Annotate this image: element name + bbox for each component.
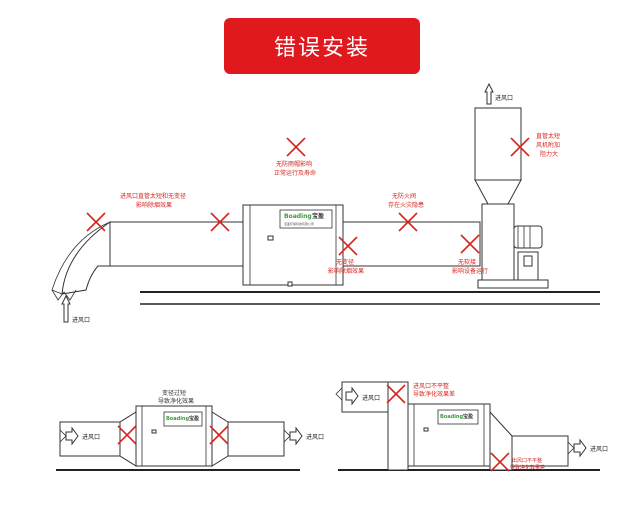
brand-logo: Boading [284,213,312,220]
right-outlet-label: 进风口 [590,445,608,453]
top-outlet-label: 进风口 [495,94,513,102]
left-outlet-duct [227,421,285,457]
error-mark [86,212,106,232]
note-reducer-1: 无变径 [336,258,354,266]
note-stack-3: 阻力大 [540,150,558,158]
note-stack-1: 直管太短 [536,132,560,140]
note-outlet-uneven-2: 导致净化效果差 [510,464,545,471]
exhaust-stack [474,107,522,181]
right-brand: Boading [440,414,463,420]
right-inlet-arrow [345,386,359,406]
note-no-rain-1: 无防雨帽影响 [276,160,312,168]
note-stack-2: 风机附加 [536,141,560,149]
elbow-duct [61,221,111,295]
left-inlet-arrow [65,426,79,446]
fan-base [477,279,549,289]
right-outlet-arrow [573,438,587,458]
right-outlet-duct [511,435,569,467]
right-brand-cn: 宝盈 [463,413,473,420]
fan-motor [513,225,543,249]
left-brand: Boading [166,416,189,422]
bottom-left-diagram: Boading 宝盈 进风口 进风口 变径过短 导致净化效果 [56,389,324,471]
inlet-arrow [61,294,71,323]
note-reducer-2: 影响除烟效果 [328,267,364,275]
note-firestop-2: 存在火灾隐患 [388,201,424,209]
bottom-right-diagram: Boading 宝盈 进风口 进风口 进风口不平整 导致净化效果差 出风口不平整… [335,381,608,472]
top-diagram: Boading 宝盈 宝盈环保科技有限公司 进风口 进风口 [51,82,600,324]
note-inlet-pipe-2: 影响除烟效果 [136,201,172,209]
note-soft-2: 影响设备运行 [452,267,488,275]
note-firestop-1: 无防火阀 [392,192,416,200]
note-soft-1: 无软接 [458,258,476,266]
right-inlet-drop [387,381,409,471]
purifier-label-plate [279,209,333,229]
left-outlet-arrow [289,426,303,446]
right-inlet-label: 进风口 [362,394,380,402]
note-inlet-uneven-2: 导致净化效果差 [413,390,455,398]
top-inlet-label: 进风口 [72,316,90,324]
brand-cn: 宝盈 [312,212,324,220]
outlet-arrow [484,82,494,105]
left-purifier [135,405,213,467]
note-reducer-short-1: 变径过短 [162,389,186,397]
note-no-rain-2: 正常运行及寿命 [274,169,316,177]
note-inlet-uneven-1: 进风口不平整 [413,382,449,390]
left-inlet-label: 进风口 [82,433,100,441]
note-reducer-short-2: 导致净化效果 [158,397,194,405]
purifier-knob [267,235,274,241]
stack-reducer [474,179,522,205]
inlet-break [51,289,77,301]
outlet-duct [342,221,481,267]
right-purifier [407,403,491,467]
left-brand-cn: 宝盈 [189,415,199,422]
inlet-straight-duct [109,221,244,267]
brand-sub: 宝盈环保科技有限公司 [284,221,314,226]
error-mark [286,137,306,157]
left-outlet-label: 进风口 [306,433,324,441]
note-outlet-uneven-1: 出风口不平整 [512,457,542,464]
title-banner: 错误安装 [224,18,420,74]
note-inlet-pipe-1: 进风口直管太短和无变径 [120,192,186,200]
